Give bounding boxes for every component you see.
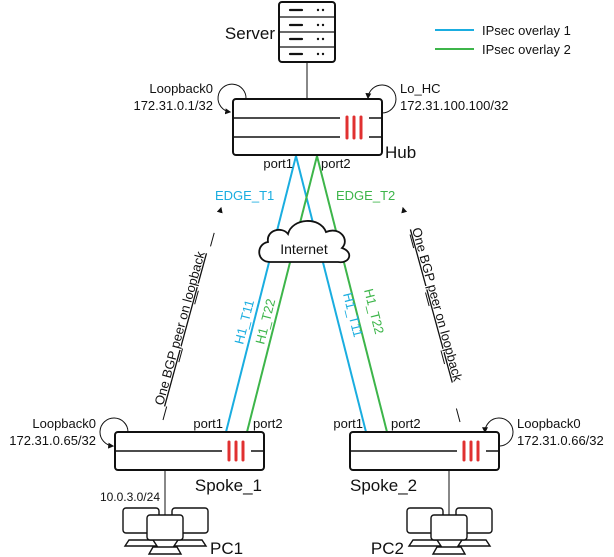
tunnel-hub-spoke2-overlay1 <box>295 155 367 433</box>
bgp-note-right-text: One BGP peer on loopback <box>409 226 465 384</box>
firewall-icon <box>349 431 500 471</box>
spoke2-port1-label: port1 <box>333 416 363 431</box>
hub-port1-label: port1 <box>263 156 293 171</box>
desktop-computer-icon <box>122 507 209 555</box>
bgp-note-left: One BGP peer on loopback <box>151 206 223 421</box>
tunnel-lines <box>225 155 388 433</box>
legend-item-overlay2: IPsec overlay 2 <box>435 42 571 57</box>
spoke1-port2-label: port2 <box>253 416 283 431</box>
spoke1-node: Spoke_1 port1 port2 Loopback0 172.31.0.6… <box>9 416 282 557</box>
spoke1-loopback0-ip: 172.31.0.65/32 <box>9 433 96 448</box>
spoke2-port2-label: port2 <box>391 416 421 431</box>
pc2-label: PC2 <box>371 539 404 557</box>
spoke2-loopback0-name: Loopback0 <box>517 416 581 431</box>
hub-node: Hub port1 port2 Loopback0 172.31.0.1/32 … <box>133 81 508 171</box>
spoke1-loopback0-icon <box>99 417 129 449</box>
hub-loopback0-icon <box>217 83 247 115</box>
spoke2-loopback0-icon <box>482 417 514 447</box>
pc2-group <box>406 507 493 555</box>
legend-label-overlay1: IPsec overlay 1 <box>482 23 571 38</box>
pc1-label: PC1 <box>210 539 243 557</box>
hub-lo-hc-ip: 172.31.100.100/32 <box>400 98 508 113</box>
desktop-computer-icon <box>406 507 493 555</box>
spoke1-label: Spoke_1 <box>195 476 262 495</box>
tunnel-hub-spoke2-overlay2 <box>316 155 388 433</box>
internet-node: Internet <box>258 220 351 264</box>
edge-t1-label: EDGE_T1 <box>215 188 274 203</box>
legend-label-overlay2: IPsec overlay 2 <box>482 42 571 57</box>
spoke1-lan-subnet: 10.0.3.0/24 <box>100 490 160 504</box>
spoke2-label: Spoke_2 <box>350 476 417 495</box>
hub-lo-hc-name: Lo_HC <box>400 81 440 96</box>
tunnel-hub-spoke1-overlay1 <box>225 155 297 433</box>
internet-label: Internet <box>280 241 328 257</box>
bgp-arrow-left <box>162 206 223 421</box>
server-rack-icon <box>278 1 336 63</box>
legend: IPsec overlay 1 IPsec overlay 2 <box>435 23 571 57</box>
bgp-note-right: One BGP peer on loopback <box>401 206 466 423</box>
spoke1-loopback0-name: Loopback0 <box>32 416 96 431</box>
server-label: Server <box>225 24 275 43</box>
bgp-arrow-right <box>401 206 461 423</box>
tunnel-hub-spoke1-overlay2 <box>246 155 318 433</box>
pc1-group <box>122 507 209 555</box>
firewall-icon <box>232 98 383 156</box>
bgp-note-left-text: One BGP peer on loopback <box>151 249 207 407</box>
edge-t2-label: EDGE_T2 <box>336 188 395 203</box>
hub-lo-hc-icon <box>365 84 397 114</box>
firewall-icon <box>114 431 265 471</box>
cloud-icon <box>258 220 351 264</box>
spoke2-node: Spoke_2 port1 port2 Loopback0 172.31.0.6… <box>333 416 603 557</box>
hub-port2-label: port2 <box>321 156 351 171</box>
spoke1-port1-label: port1 <box>193 416 223 431</box>
hub-label: Hub <box>385 143 416 162</box>
legend-item-overlay1: IPsec overlay 1 <box>435 23 571 38</box>
spoke2-loopback0-ip: 172.31.0.66/32 <box>517 433 604 448</box>
hub-loopback0-name: Loopback0 <box>149 81 213 96</box>
hub-loopback0-ip: 172.31.0.1/32 <box>133 98 213 113</box>
server-node: Server <box>225 1 336 99</box>
spoke2-tunnel-t11-label: H1_T11 <box>340 291 366 339</box>
